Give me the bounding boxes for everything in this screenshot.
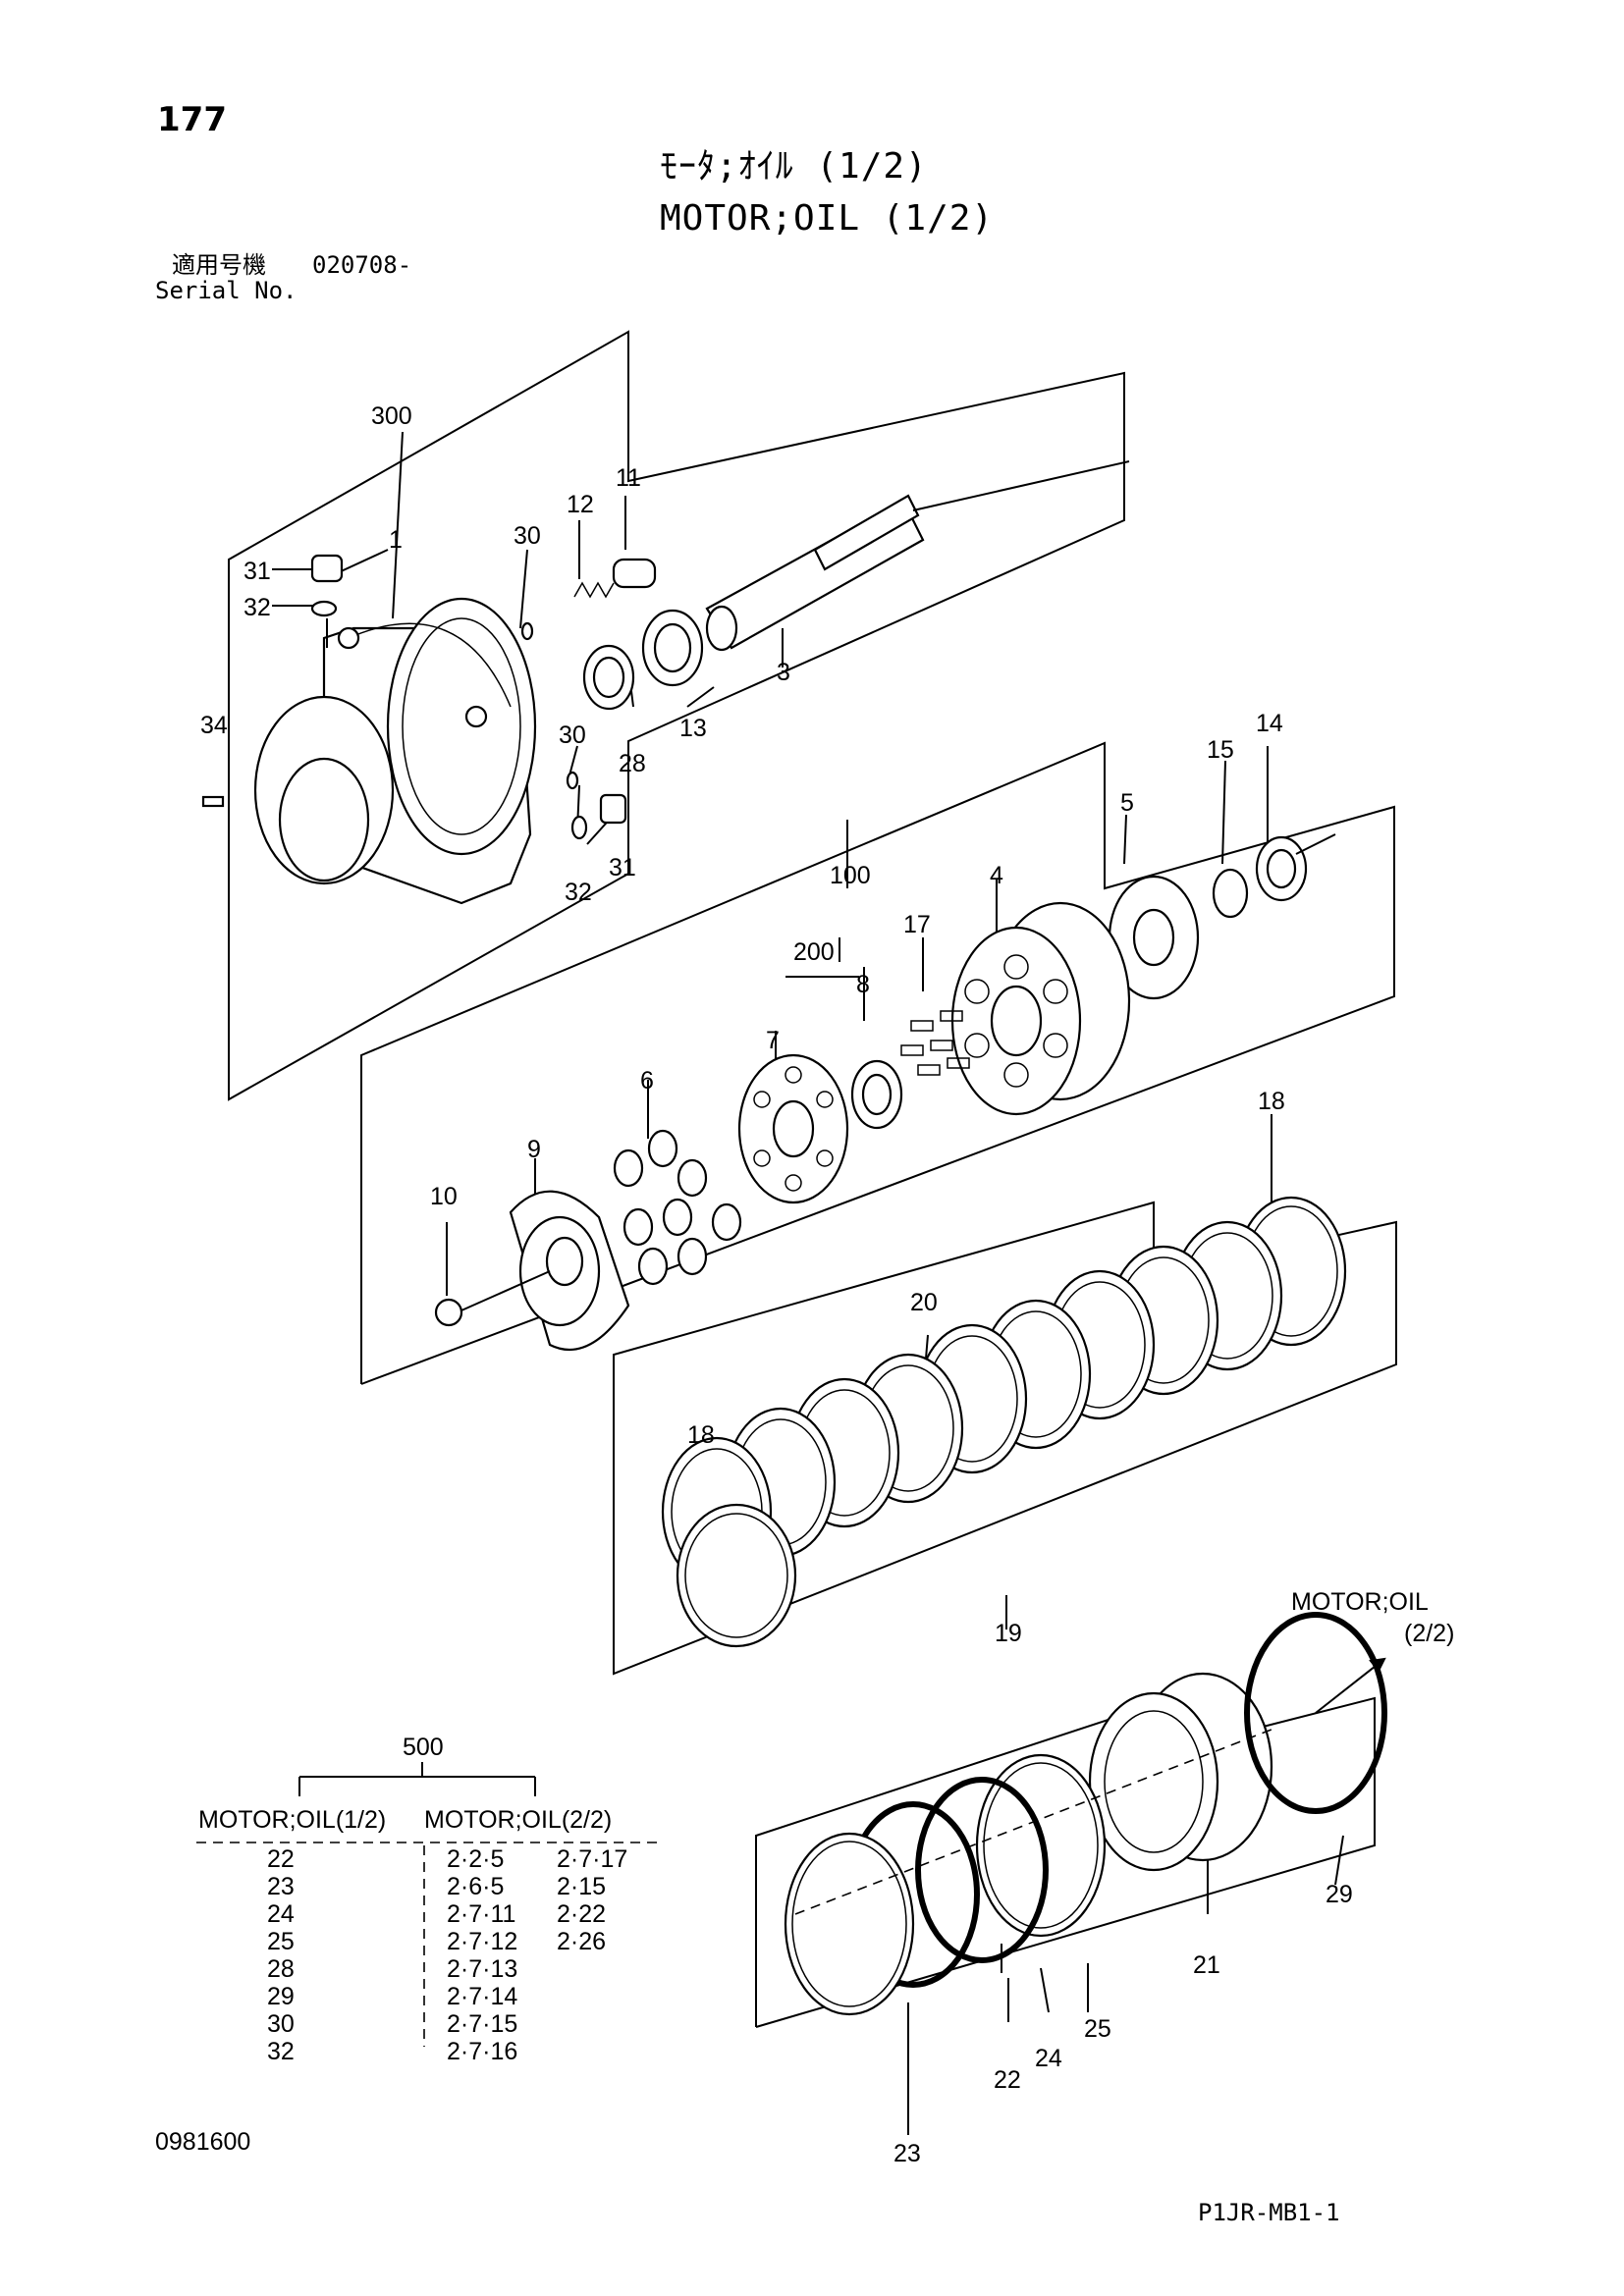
retainer-and-plate — [737, 1053, 903, 1204]
callout-19: 19 — [995, 1620, 1022, 1647]
cross-ref-page: (2/2) — [1404, 1620, 1455, 1647]
pistons — [613, 1129, 742, 1286]
page-number: 177 — [157, 100, 227, 139]
callout-10: 10 — [430, 1183, 458, 1210]
callout-20: 20 — [910, 1289, 938, 1316]
callout-9: 9 — [527, 1136, 541, 1163]
plugs-and-orings — [201, 554, 627, 840]
callout-8: 8 — [856, 971, 870, 998]
brake-piston-and-orings — [784, 1612, 1387, 2016]
callout-31: 31 — [244, 558, 271, 585]
cross-ref-title: MOTOR;OIL — [1291, 1588, 1429, 1616]
cylinder-block — [950, 901, 1131, 1116]
table-col2-item: 2·6·5 — [447, 1873, 505, 1900]
table-col2-item: 2·7·13 — [447, 1955, 518, 1983]
callout-24: 24 — [1035, 2045, 1062, 2072]
table-col1-item: 29 — [267, 1983, 295, 2010]
serial-label-japanese: 適用号機 — [172, 251, 266, 279]
table-col1-item: 25 — [267, 1928, 295, 1955]
table-col2-item: 2·2·5 — [447, 1845, 505, 1873]
table-lines — [196, 1762, 658, 2047]
callout-18-lower: 18 — [687, 1421, 715, 1449]
callout-21: 21 — [1193, 1951, 1220, 1979]
table-col3-item: 2·22 — [557, 1900, 607, 1928]
spring-bearing-seal — [573, 558, 704, 711]
group-300-frame — [228, 330, 1125, 1101]
table-header-col2: MOTOR;OIL(2/2) — [424, 1806, 613, 1834]
callout-5: 5 — [1120, 789, 1134, 817]
page-code: P1JR-MB1-1 — [1198, 2199, 1340, 2226]
callout-23: 23 — [893, 2140, 921, 2167]
callout-28: 28 — [619, 750, 646, 777]
table-col1-item: 23 — [267, 1873, 295, 1900]
springs — [900, 1010, 970, 1076]
table-col3-item: 2·26 — [557, 1928, 607, 1955]
table-col1-item: 22 — [267, 1845, 295, 1873]
motor-housing — [253, 597, 537, 905]
callout-13: 13 — [679, 715, 707, 742]
table-col3-item: 2·15 — [557, 1873, 607, 1900]
callout-1: 1 — [389, 526, 403, 554]
callout-30: 30 — [514, 522, 541, 550]
callout-3: 3 — [777, 659, 790, 686]
table-col1-item: 28 — [267, 1955, 295, 1983]
table-col3-item: 2·7·17 — [557, 1845, 628, 1873]
callout-34: 34 — [200, 712, 228, 739]
callout-29: 29 — [1326, 1881, 1353, 1908]
callout-18-upper: 18 — [1258, 1088, 1285, 1115]
table-header-col1: MOTOR;OIL(1/2) — [198, 1806, 387, 1834]
callout-200: 200 — [793, 938, 835, 966]
table-col1-item: 24 — [267, 1900, 295, 1928]
valve-plate-and-bearings — [1108, 833, 1336, 1000]
document-number: 0981600 — [155, 2128, 251, 2156]
callout-14: 14 — [1256, 710, 1283, 737]
assembly-group-number: 500 — [403, 1734, 444, 1761]
friction-rings — [661, 1196, 1347, 1648]
callout-32: 32 — [244, 594, 271, 621]
callout-15: 15 — [1207, 736, 1234, 764]
table-col2-item: 2·7·11 — [447, 1900, 516, 1928]
callout-30-lower: 30 — [559, 721, 586, 749]
callout-6: 6 — [640, 1067, 654, 1095]
callout-25: 25 — [1084, 2015, 1111, 2043]
table-col1-item: 32 — [267, 2038, 295, 2065]
swash-plate — [434, 1190, 630, 1352]
center-axis — [794, 1727, 1277, 1915]
callout-300: 300 — [371, 402, 412, 430]
callout-17: 17 — [903, 911, 931, 938]
group-100-frame — [360, 741, 1395, 1385]
callout-100: 100 — [830, 862, 871, 889]
callout-22: 22 — [994, 2066, 1021, 2094]
table-col1-item: 30 — [267, 2010, 295, 2038]
callout-32-lower: 32 — [565, 879, 592, 906]
callout-7: 7 — [766, 1027, 780, 1054]
table-col2-item: 2·7·14 — [447, 1983, 518, 2010]
title-japanese: ﾓｰﾀ;ｵｲﾙ (1/2) — [660, 146, 928, 187]
table-col2-item: 2·7·12 — [447, 1928, 518, 1955]
table-col2-item: 2·7·16 — [447, 2038, 518, 2065]
callout-11: 11 — [616, 464, 641, 492]
callout-4: 4 — [990, 862, 1003, 889]
drive-shaft — [705, 460, 1130, 652]
callout-12: 12 — [567, 491, 594, 518]
callout-31-lower: 31 — [609, 854, 636, 881]
title-english: MOTOR;OIL (1/2) — [660, 198, 995, 239]
serial-value: 020708- — [312, 251, 412, 279]
serial-label-english: Serial No. — [155, 277, 298, 304]
table-col2-item: 2·7·15 — [447, 2010, 518, 2038]
